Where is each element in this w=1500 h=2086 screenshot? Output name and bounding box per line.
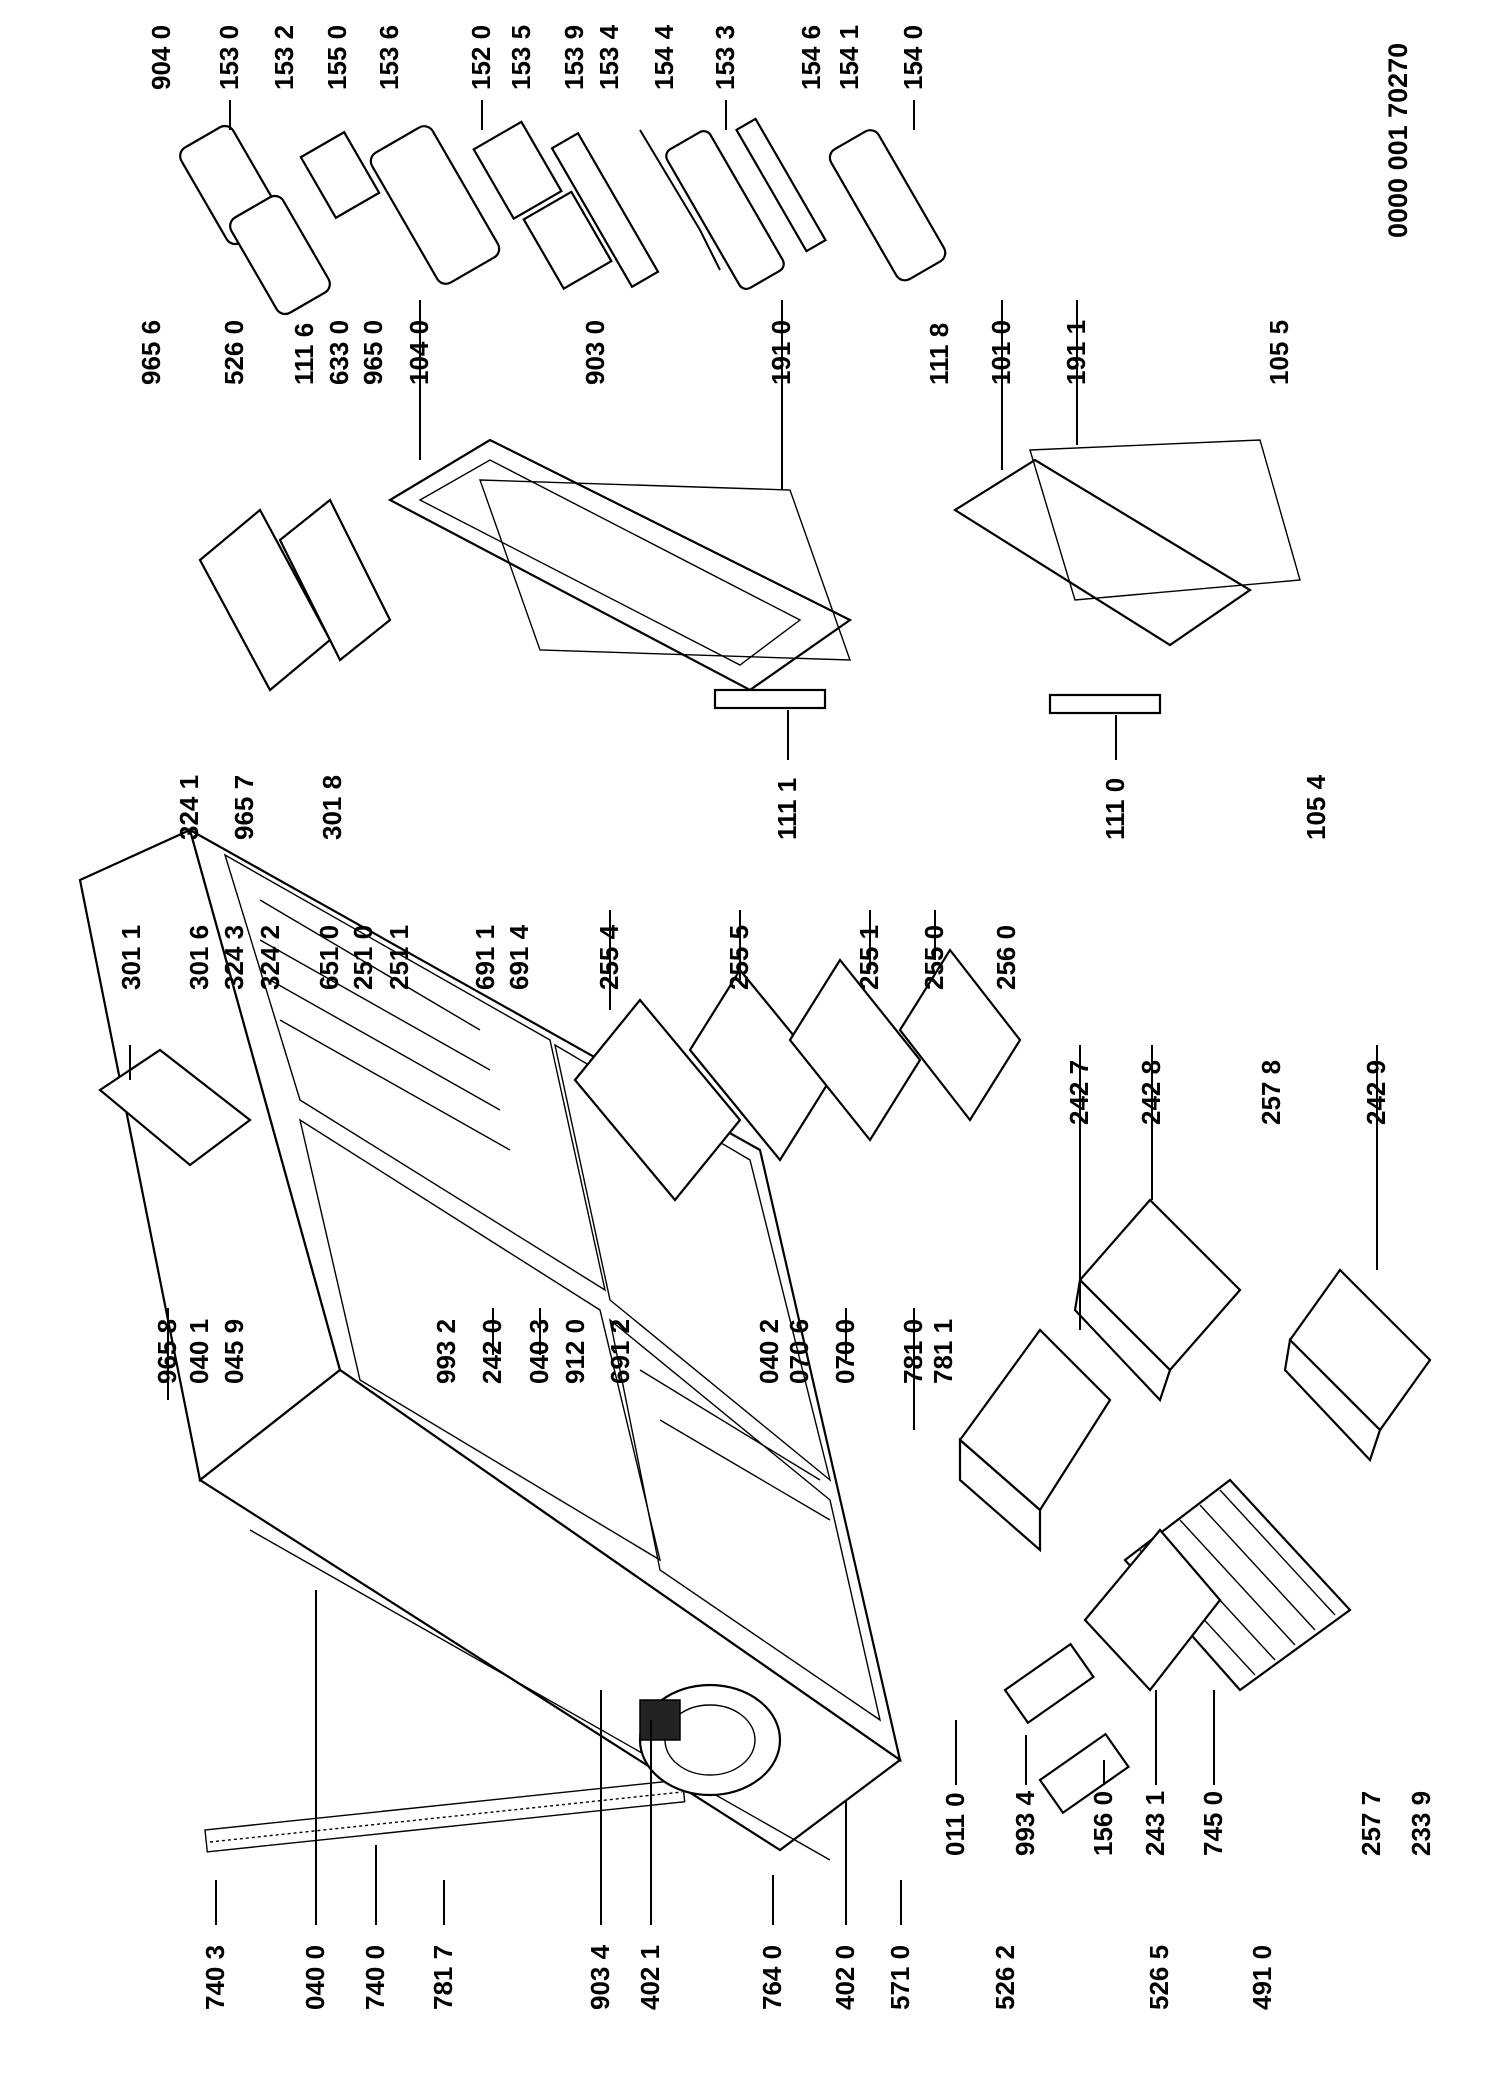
- label-040-0: 040 0: [300, 1945, 330, 2010]
- label-153-4: 153 4: [594, 24, 624, 90]
- label-402-1: 402 1: [635, 1945, 665, 2010]
- door-bin-1532: [229, 194, 331, 316]
- label-324-3: 324 3: [219, 925, 249, 990]
- door-bin-1535: [472, 120, 563, 221]
- label-251-1: 251 1: [384, 925, 414, 990]
- label-965-0: 965 0: [358, 320, 388, 385]
- compressor: [638, 1683, 782, 1797]
- label-764-0: 764 0: [757, 1945, 787, 2010]
- label-111-8: 111 8: [924, 323, 954, 385]
- leader-lines: [129, 100, 1378, 1925]
- hinge-1111: [713, 688, 827, 710]
- label-965-7: 965 7: [229, 775, 259, 840]
- label-045-9: 045 9: [219, 1319, 249, 1384]
- control-panel-3011: [98, 1048, 252, 1167]
- label-781-7: 781 7: [428, 1945, 458, 2010]
- label-904-0: 904 0: [146, 25, 176, 90]
- label-153-6: 153 6: [374, 25, 404, 90]
- label-402-0: 402 0: [830, 1945, 860, 2010]
- label-781-1: 781 1: [928, 1319, 958, 1384]
- label-324-1: 324 1: [174, 775, 204, 840]
- door-bin-1533: [665, 130, 785, 290]
- label-156-0: 156 0: [1088, 1791, 1118, 1856]
- label-256-0: 256 0: [991, 925, 1021, 990]
- label-011-0: 011 0: [940, 1792, 970, 1856]
- label-153-3: 153 3: [710, 25, 740, 90]
- label-903-4: 903 4: [585, 1944, 615, 2010]
- label-153-9: 153 9: [559, 25, 589, 90]
- door-bin-1539: [522, 190, 613, 291]
- label-526-5: 526 5: [1144, 1945, 1174, 2010]
- label-040-1: 040 1: [184, 1319, 214, 1384]
- label-152-0: 152 0: [466, 25, 496, 90]
- label-301-1: 301 1: [116, 925, 146, 990]
- label-912-0: 912 0: [560, 1319, 590, 1384]
- label-105-5: 105 5: [1264, 320, 1294, 385]
- shelf-2554: [573, 998, 742, 1202]
- label-111-6: 111 6: [289, 323, 319, 385]
- label-491-0: 491 0: [1247, 1945, 1277, 2010]
- label-740-0: 740 0: [360, 1945, 390, 2010]
- egg-tray-1550: [299, 130, 381, 220]
- label-526-2: 526 2: [990, 1945, 1020, 2010]
- label-993-4: 993 4: [1010, 1790, 1040, 1856]
- wire-1544: [639, 129, 721, 271]
- control-housing-5260: [198, 498, 392, 692]
- label-740-3: 740 3: [200, 1945, 230, 2010]
- label-691-2: 691 2: [605, 1319, 635, 1384]
- ice-tray-9934: [1003, 1642, 1096, 1725]
- label-526-0: 526 0: [219, 320, 249, 385]
- label-745-0: 745 0: [1198, 1791, 1228, 1856]
- label-154-4: 154 4: [649, 24, 679, 90]
- label-965-6: 965 6: [136, 320, 166, 385]
- label-257-7: 257 7: [1356, 1791, 1386, 1856]
- label-111-1: 111 1: [772, 778, 802, 840]
- door-bin-1520: [369, 125, 501, 285]
- label-257-8: 257 8: [1256, 1060, 1286, 1125]
- label-691-1: 691 1: [470, 925, 500, 990]
- hinge-1110: [1048, 693, 1162, 715]
- label-633-0: 633 0: [324, 320, 354, 385]
- shelf-2550: [898, 948, 1022, 1122]
- rail-1546: [734, 117, 828, 253]
- label-154-1: 154 1: [834, 25, 864, 90]
- door-gasket-1910: [478, 479, 852, 661]
- label-155-0: 155 0: [322, 25, 352, 90]
- shelf-2551: [788, 958, 922, 1142]
- door-1040: [387, 438, 853, 692]
- label-111-0: 111 0: [1100, 778, 1130, 840]
- label-153-2: 153 2: [269, 25, 299, 90]
- door-1010: [952, 458, 1253, 647]
- label-651-0: 651 0: [314, 925, 344, 990]
- label-324-2: 324 2: [255, 925, 285, 990]
- label-040-2: 040 2: [754, 1319, 784, 1384]
- label-691-4: 691 4: [504, 924, 534, 990]
- label-993-2: 993 2: [431, 1319, 461, 1384]
- door-bin-1540: [828, 129, 947, 282]
- label-251-0: 251 0: [348, 925, 378, 990]
- label-154-6: 154 6: [796, 25, 826, 90]
- label-233-9: 233 9: [1406, 1791, 1436, 1856]
- label-301-8: 301 8: [317, 775, 347, 840]
- label-301-6: 301 6: [184, 925, 214, 990]
- drawer-2428: [1073, 1198, 1242, 1403]
- bottle-rail-1534: [550, 131, 660, 289]
- document-number: 0000 001 70270: [1383, 43, 1413, 238]
- label-571-0: 571 0: [885, 1945, 915, 2010]
- label-070-6: 070 6: [784, 1319, 814, 1384]
- label-243-1: 243 1: [1140, 1791, 1170, 1856]
- condenser: [204, 1779, 686, 1853]
- drawer-2427: [958, 1328, 1112, 1553]
- label-153-0: 153 0: [214, 25, 244, 90]
- label-154-0: 154 0: [898, 25, 928, 90]
- label-903-0: 903 0: [580, 320, 610, 385]
- door-gasket-1911: [1029, 439, 1301, 601]
- ice-tray-1560: [1038, 1732, 1131, 1815]
- label-105-4: 105 4: [1301, 774, 1331, 840]
- label-153-5: 153 5: [506, 25, 536, 90]
- shelf-2431: [1083, 1528, 1222, 1692]
- drawer-2429: [1283, 1268, 1432, 1463]
